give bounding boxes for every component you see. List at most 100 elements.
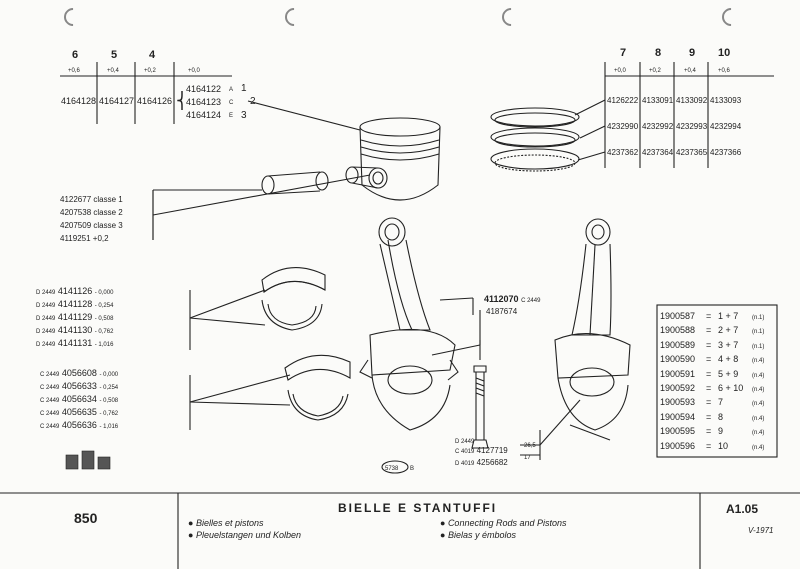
kit-row: 1900595 = 9 (n.4) (660, 425, 764, 439)
kit-part-number: 1900592 (660, 383, 696, 393)
part-number: 4126222 (607, 96, 639, 105)
kit-combo: 10 (718, 440, 729, 451)
part-number: 4164128 (61, 96, 97, 106)
model-number: 850 (74, 510, 98, 526)
ref-number: 3 (241, 110, 247, 121)
kit-row: 1900589 = 3 + 7 (n.1) (660, 339, 764, 353)
kit-combo: 7 (718, 397, 724, 408)
kit-combo: 1 + 7 (718, 311, 739, 321)
kit-equals: = (706, 397, 712, 408)
part-number: 4232990 (607, 122, 639, 131)
kit-combo: 6 + 10 (718, 383, 744, 393)
list-item: D 2449 4141128 - 0,254 (36, 299, 114, 309)
bolt-prefix: D 2449 (455, 439, 475, 445)
dimension: 26,5 (524, 443, 536, 449)
kit-part-number: 1900593 (660, 397, 696, 408)
kit-equals: = (706, 368, 712, 379)
list-item: D 2449 4141131 - 1,016 (36, 338, 114, 348)
kit-qty: (n.4) (752, 401, 765, 408)
col-number: 10 (718, 47, 731, 59)
kit-part-number: 1900588 (660, 325, 696, 336)
part-number: 4133092 (676, 96, 708, 105)
part-number: 4237364 (642, 148, 674, 157)
class-letter: C (229, 100, 234, 106)
kit-combo: 9 (718, 426, 724, 437)
lang-en: ● Connecting Rods and Pistons (440, 518, 567, 528)
kit-part-number: 1900591 (660, 368, 696, 379)
kit-part-number: 1900594 (660, 411, 696, 422)
part-number: 4232993 (676, 122, 708, 131)
col-number: 4 (149, 49, 156, 61)
bolt-number: D 4019 4256682 (455, 458, 508, 467)
list-item: 4122677 classe 1 (60, 195, 123, 204)
ref-number: 1 (241, 83, 247, 94)
col-tolerance: +0,2 (649, 68, 661, 74)
rod-part-number: 4112070 C 2449 (484, 294, 541, 304)
lang-fr: ● Bielles et pistons (188, 518, 264, 528)
list-item: C 2449 4056635 - 0,762 (40, 407, 119, 417)
kit-qty: (n.1) (752, 329, 765, 336)
list-item: 4207509 classe 3 (60, 221, 123, 230)
kit-part-number: 1900589 (660, 339, 696, 350)
kit-combo: 2 + 7 (718, 325, 739, 336)
col-number: 8 (655, 47, 662, 59)
page-title: BIELLE E STANTUFFI (338, 501, 498, 515)
col-number: 9 (689, 47, 696, 59)
col-tolerance: +0,6 (718, 68, 730, 74)
part-number: 4237362 (607, 148, 639, 157)
kit-qty: (n.4) (752, 415, 765, 422)
col-tolerance: +0,0 (188, 68, 200, 74)
kit-qty: (n.4) (752, 387, 765, 393)
kit-combo: 8 (718, 411, 724, 422)
list-item: C 2449 4056634 - 0,508 (40, 394, 119, 404)
kit-equals: = (706, 339, 712, 350)
col-tolerance: +0,2 (144, 68, 156, 74)
list-item: C 2449 4056633 - 0,254 (40, 381, 119, 391)
lang-es: ● Bielas y émbolos (440, 530, 516, 540)
kit-qty: (n.1) (752, 315, 765, 321)
kit-equals: = (706, 440, 712, 451)
list-item: C 2449 4056608 - 0,000 (40, 368, 119, 378)
col-tolerance: +0,4 (684, 68, 696, 74)
list-item: C 2449 4056636 - 1,016 (40, 420, 119, 430)
kit-equals: = (706, 426, 712, 437)
kit-combo: 3 + 7 (718, 339, 739, 350)
stamp-letter: B (410, 466, 415, 472)
col-tolerance: +0,6 (68, 68, 80, 74)
bracket: ⎨ (176, 93, 188, 110)
kit-row: 1900591=5 + 9(n.4) (660, 368, 764, 382)
rod-nut-number: 4187674 (486, 307, 518, 316)
part-number: 4164122 (186, 84, 222, 94)
col-tolerance: +0,0 (614, 68, 626, 74)
kit-equals: = (706, 411, 712, 422)
part-number: 4164127 (99, 96, 135, 106)
kit-row: 1900590=4 + 8(n.4) (660, 353, 764, 367)
kit-combo: 5 + 9 (718, 368, 739, 379)
page-date: V-1971 (748, 526, 774, 535)
kit-qty: (n.4) (752, 358, 765, 365)
part-number: 4232992 (642, 122, 674, 131)
kit-part-number: 1900596 (660, 440, 696, 451)
kit-equals: = (706, 383, 712, 393)
list-item: D 2449 4141130 - 0,762 (36, 325, 114, 335)
kit-row: 1900592 = 6 + 10 (n.4) (660, 382, 764, 396)
kit-qty: (n.1) (752, 343, 765, 350)
list-item: 4207538 classe 2 (60, 208, 123, 217)
kit-row: 1900596=10(n.4) (660, 440, 764, 454)
lang-de: ● Pleuelstangen und Kolben (188, 530, 302, 540)
dimension: 17 (524, 455, 531, 461)
bolt-number: C 4019 4127719 (455, 446, 508, 455)
part-number: 4133091 (642, 96, 674, 105)
kit-combo: 4 + 8 (718, 354, 739, 365)
part-number: 4164123 (186, 97, 222, 107)
part-number: 4237365 (676, 148, 708, 157)
kit-row: 1900588=2 + 7(n.1) (660, 324, 764, 338)
list-item: 4119251 +0,2 (60, 234, 109, 243)
ref-number: 2 (250, 96, 256, 107)
kit-row: 1900593 = 7 (n.4) (660, 396, 764, 410)
kit-qty: (n.4) (752, 430, 765, 437)
kit-part-number: 1900590 (660, 354, 696, 365)
part-number: 4164126 (137, 96, 173, 106)
kit-part-number: 1900595 (660, 426, 696, 437)
